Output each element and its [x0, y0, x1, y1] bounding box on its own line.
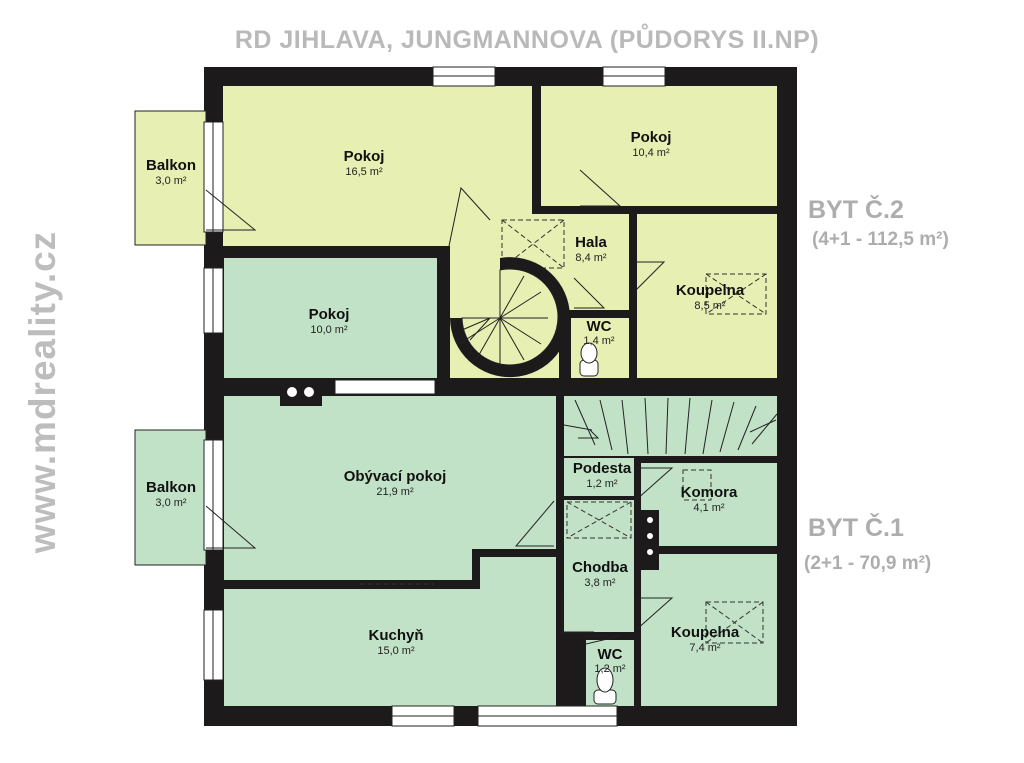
- room-name: Pokoj: [309, 306, 350, 323]
- room-name: Kuchyň: [368, 627, 423, 644]
- room-name: Komora: [681, 484, 738, 501]
- room-name: Hala: [575, 234, 607, 251]
- room-name: WC: [587, 318, 612, 335]
- balcony-bottom: [134, 429, 207, 566]
- room-name: Pokoj: [631, 129, 672, 146]
- room-name: Chodba: [572, 559, 628, 576]
- room-area: 8,4 m²: [575, 252, 607, 264]
- room-area: 15,0 m²: [377, 645, 415, 657]
- room-kuchyn: [224, 557, 556, 706]
- room-name: Koupelna: [676, 282, 745, 299]
- room-area: 10,4 m²: [632, 147, 670, 159]
- room-area: 21,9 m²: [376, 486, 414, 498]
- room-area: 4,1 m²: [693, 502, 725, 514]
- room-koupelna-8-5: [637, 214, 777, 378]
- room-obyvaci-pokoj: [224, 396, 556, 580]
- toilet-icons: [579, 342, 617, 705]
- room-area: 8,5 m²: [694, 300, 726, 312]
- room-area: 1,2 m²: [594, 663, 626, 675]
- room-area: 10,0 m²: [310, 324, 348, 336]
- straight-staircase: [563, 397, 778, 455]
- room-koupelna-7-4: [641, 554, 777, 706]
- room-pokoj-16: [223, 86, 532, 246]
- room-area: 16,5 m²: [345, 166, 383, 178]
- room-name: Balkon: [146, 479, 196, 496]
- room-area: 1,2 m²: [586, 478, 618, 490]
- unit-1-size: (2+1 - 70,9 m²): [804, 553, 932, 574]
- room-name: Obývací pokoj: [344, 468, 447, 485]
- balcony-top: [134, 110, 207, 246]
- door-swings: [205, 169, 674, 645]
- room-name: Koupelna: [671, 624, 740, 641]
- room-area: 3,0 m²: [155, 175, 187, 187]
- room-name: Balkon: [146, 157, 196, 174]
- plan-title: RD JIHLAVA, JUNGMANNOVA (PŮDORYS II.NP): [234, 26, 820, 54]
- room-chodba: [564, 500, 634, 632]
- room-podesta: [564, 458, 634, 496]
- windows: [203, 66, 666, 727]
- room-komora: [641, 463, 777, 546]
- room-name: Podesta: [573, 460, 632, 477]
- room-area: 3,0 m²: [155, 497, 187, 509]
- room-name: Pokoj: [344, 148, 385, 165]
- unit-2-size: (4+1 - 112,5 m²): [812, 229, 949, 250]
- room-pokoj-10-4: [541, 86, 777, 206]
- room-name: WC: [598, 646, 623, 663]
- room-area: 1,4 m²: [583, 335, 615, 347]
- chimney: [280, 380, 659, 570]
- unit-1-name: BYT Č.1: [808, 514, 904, 542]
- room-area: 7,4 m²: [689, 642, 721, 654]
- unit-2-name: BYT Č.2: [808, 196, 904, 224]
- room-area: 3,8 m²: [584, 577, 616, 589]
- room-stair-landing: [564, 396, 777, 456]
- room-pokoj-10-0: [224, 258, 437, 378]
- spiral-staircase: [450, 257, 570, 378]
